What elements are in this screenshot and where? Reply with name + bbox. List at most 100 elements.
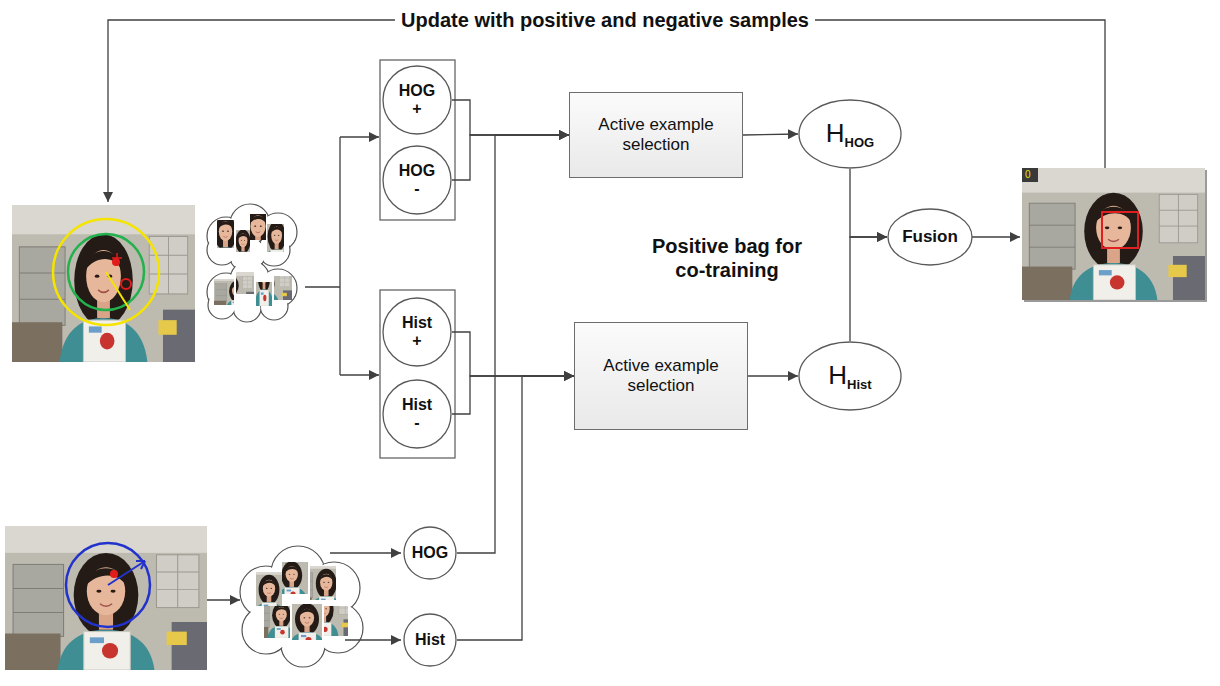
- node-text: Hist: [415, 631, 445, 649]
- node-text-group: Active example selection: [586, 356, 736, 395]
- candidate-cloud: [294, 586, 354, 636]
- next-frame-photo: [108, 561, 145, 585]
- feature-circle-outline: [383, 66, 451, 134]
- connector: [850, 237, 887, 341]
- feature-circle-outline: [383, 298, 451, 366]
- frame-link: [207, 599, 240, 600]
- output-photo: [1102, 212, 1138, 248]
- node-text-group: Hist: [415, 631, 445, 649]
- candidate-links: [345, 639, 401, 640]
- node-text-group: Active example selection: [581, 115, 731, 154]
- feature-circle: HOG -: [382, 145, 452, 215]
- candidate-cloud: [294, 559, 359, 610]
- classifier-ellipse-outline: [798, 99, 902, 169]
- fusion-ellipse-outline: [888, 209, 972, 265]
- next-frame-photo: [5, 526, 207, 670]
- feature-circle-outline: [404, 527, 456, 579]
- fusion-output-link: [972, 236, 1020, 237]
- loop-label: Update with positive and negative sample…: [395, 8, 815, 32]
- feature-circle: HOG +: [382, 65, 452, 135]
- candidate-cloud: [241, 547, 362, 666]
- frame-number: 0: [1025, 169, 1031, 181]
- feature-links: [305, 137, 340, 375]
- output-photo: [1022, 168, 1205, 300]
- node-text: Active example selection: [586, 356, 736, 395]
- input-photo: [68, 234, 144, 310]
- sample-clouds: [209, 270, 254, 303]
- output-photo: [1022, 168, 1038, 182]
- node-text: H: [828, 361, 847, 391]
- sample-clouds: [248, 211, 305, 264]
- node-text: HOG -: [399, 162, 435, 199]
- sample-clouds: [218, 197, 298, 262]
- candidate-cloud: [240, 546, 363, 667]
- classifier-ellipse-outline: [798, 341, 902, 411]
- feature-circle: HOG: [403, 526, 457, 580]
- feature-links: [340, 136, 379, 137]
- classifier-ellipse-outline: [799, 100, 901, 168]
- annotation-text: Positive bag for co-training: [637, 234, 817, 282]
- node-text: HOG +: [399, 82, 435, 119]
- candidate-links: [330, 553, 401, 640]
- node-text: HOG: [412, 544, 448, 562]
- next-frame-photo: [66, 543, 150, 627]
- connector: [743, 134, 798, 135]
- next-frame-photo: [136, 561, 145, 569]
- classifier-ellipse: HHist: [798, 341, 902, 411]
- sample-clouds: [241, 266, 292, 302]
- feature-links: [305, 137, 379, 375]
- sample-clouds: [241, 266, 292, 302]
- node-text: Hist -: [402, 396, 432, 433]
- subscript-text: Hist: [847, 378, 872, 393]
- feature-circle: Hist -: [382, 379, 452, 449]
- node-text-group: HOG -: [399, 162, 435, 199]
- sample-clouds: [209, 270, 254, 303]
- update-loop: [108, 20, 1105, 202]
- fusion-ellipse: Fusion: [887, 208, 973, 266]
- node-text-group: HHist: [828, 361, 871, 391]
- candidate-cloud: [294, 586, 354, 636]
- node-text: Active example selection: [581, 115, 731, 154]
- output-photo: [1022, 168, 1207, 302]
- process-box: Active example selection: [574, 322, 748, 430]
- sample-clouds: [218, 197, 298, 262]
- connector: [452, 332, 574, 376]
- feature-circle-outline: [404, 614, 456, 666]
- process-box: Active example selection: [569, 92, 743, 178]
- connector: [457, 376, 574, 640]
- feature-group-box: [380, 60, 455, 458]
- next-frame-photo: [110, 570, 118, 578]
- candidate-cloud: [237, 546, 364, 667]
- connector: [457, 135, 569, 553]
- connector: [850, 169, 887, 237]
- sample-clouds: [248, 211, 305, 264]
- node-text: Fusion: [902, 227, 958, 247]
- node-text-group: HOG +: [399, 82, 435, 119]
- input-photo: [53, 219, 159, 325]
- node-text-group: Hist -: [402, 396, 432, 433]
- feature-links: [340, 374, 379, 375]
- node-text: Hist +: [402, 314, 432, 351]
- feature-group-box: [380, 290, 455, 458]
- feature-circle: Hist +: [382, 297, 452, 367]
- candidate-cloud: [294, 559, 359, 610]
- feature-circle-outline: [383, 380, 451, 448]
- candidate-links: [330, 552, 401, 553]
- node-text: H: [826, 119, 845, 149]
- classifier-ellipse-outline: [799, 342, 901, 410]
- subscript-text: HOG: [845, 136, 875, 151]
- node-text-group: HHOG: [826, 119, 874, 149]
- next-frame-photo: [5, 526, 207, 670]
- input-photo: [121, 279, 131, 289]
- connector: [748, 375, 798, 376]
- input-photo: [112, 258, 120, 266]
- node-text-group: HOG: [412, 544, 448, 562]
- connector: [452, 135, 569, 180]
- feature-group-box: [380, 60, 455, 220]
- sample-clouds: [190, 197, 305, 322]
- feature-circle-outline: [383, 146, 451, 214]
- node-text-group: Fusion: [902, 227, 958, 247]
- connector: [452, 100, 569, 135]
